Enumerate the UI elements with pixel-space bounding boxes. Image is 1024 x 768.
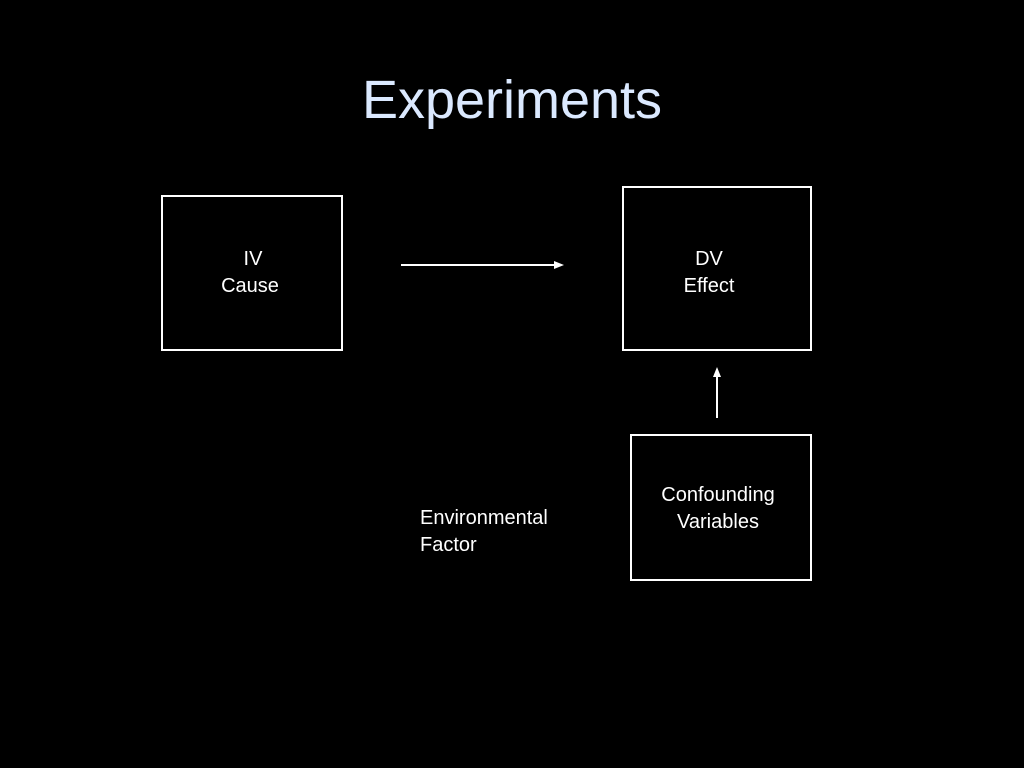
variables-label: Variables [677, 511, 759, 533]
confounding-box-text: Confounding Variables [640, 482, 796, 536]
slide-title: Experiments [361, 70, 663, 130]
arrow-iv-to-dv [401, 261, 564, 269]
dv-label: DV [695, 248, 723, 270]
dv-box-text: DV Effect [659, 246, 759, 300]
iv-box [161, 195, 343, 351]
arrow-confounding-to-dv [713, 367, 721, 418]
iv-label: IV [243, 248, 263, 270]
effect-label: Effect [683, 275, 735, 297]
environmental-factor-text: Environmental Factor [420, 505, 548, 559]
cause-label: Cause [221, 275, 279, 297]
confounding-box [630, 434, 812, 581]
confounding-label: Confounding [661, 484, 775, 506]
environmental-label: Environmental [420, 507, 548, 529]
iv-box-text: IV Cause [200, 246, 300, 300]
dv-box [622, 186, 812, 351]
factor-label: Factor [420, 534, 477, 556]
